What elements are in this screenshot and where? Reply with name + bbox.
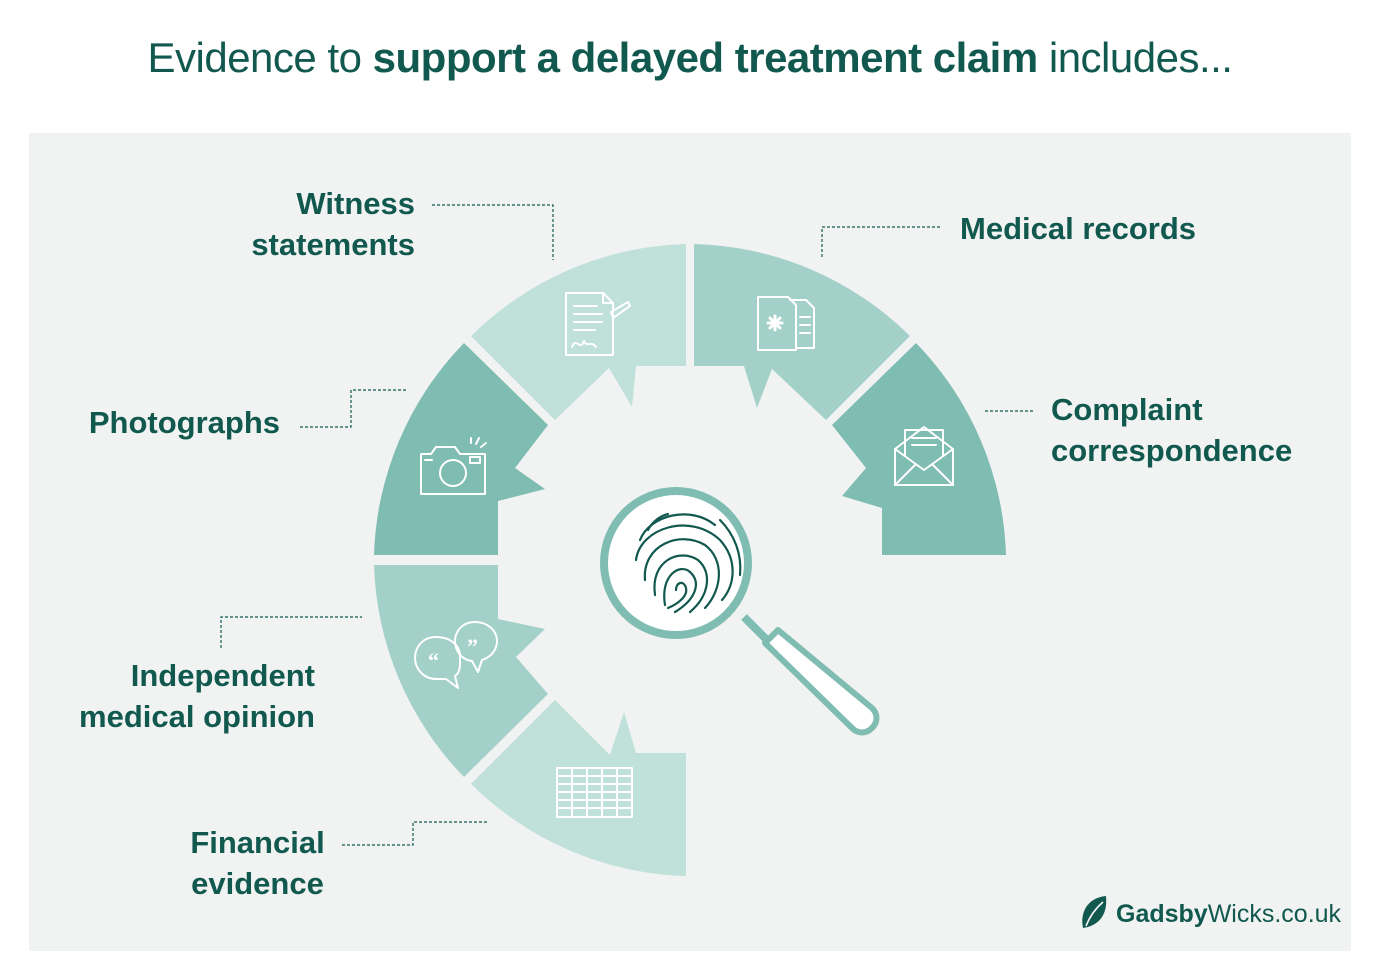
segment-independent-opinion [374, 565, 548, 777]
segment-financial-evidence [471, 700, 686, 876]
segment-complaint-correspondence [832, 343, 1006, 555]
camera-icon [420, 437, 487, 495]
leader-witness [432, 204, 554, 260]
label-complaint-correspondence: Complaint correspondence [1051, 389, 1292, 471]
segment-witness-statements [471, 244, 686, 420]
label-line: Witness [296, 186, 415, 221]
fingerprint-magnifier-icon [600, 487, 880, 736]
label-witness-statements: Witness statements [195, 183, 415, 265]
brand-bold: Gadsby [1116, 899, 1208, 928]
envelope-icon [894, 426, 954, 486]
leader-independent [220, 616, 362, 648]
label-line: medical opinion [79, 699, 315, 734]
page-title: Evidence to support a delayed treatment … [0, 34, 1380, 82]
medical-record-icon [757, 296, 815, 351]
label-line: Independent [130, 658, 315, 693]
leader-photographs [300, 389, 408, 428]
label-line: Complaint [1051, 392, 1203, 427]
leader-financial [342, 821, 488, 846]
segment-photographs [374, 343, 548, 555]
svg-text:”: ” [467, 634, 478, 659]
brand-text: GadsbyWicks.co.uk [1116, 900, 1341, 929]
brand-regular: Wicks.co.uk [1207, 899, 1342, 928]
leader-lines [220, 204, 1035, 846]
title-emphasis: support a delayed treatment claim [372, 34, 1039, 81]
leader-medical-records [821, 226, 940, 258]
label-independent-opinion: Independent medical opinion [40, 655, 315, 737]
title-prefix: Evidence to [147, 34, 373, 81]
spreadsheet-icon [556, 767, 633, 818]
label-medical-records: Medical records [960, 208, 1196, 249]
svg-text:“: “ [428, 648, 439, 673]
label-line: evidence [191, 866, 324, 901]
label-line: Financial [190, 825, 325, 860]
brand-logo: GadsbyWicks.co.uk [1078, 894, 1341, 934]
label-line: correspondence [1051, 433, 1293, 468]
label-photographs: Photographs [60, 402, 280, 443]
label-line: Medical records [960, 211, 1197, 246]
label-line: Photographs [88, 405, 280, 440]
leaf-icon [1082, 896, 1107, 928]
label-financial-evidence: Financial evidence [185, 822, 330, 904]
title-suffix: includes... [1037, 34, 1233, 81]
label-line: statements [251, 227, 415, 262]
signed-document-icon [565, 292, 631, 356]
speech-bubbles-icon: “ ” [414, 621, 498, 689]
